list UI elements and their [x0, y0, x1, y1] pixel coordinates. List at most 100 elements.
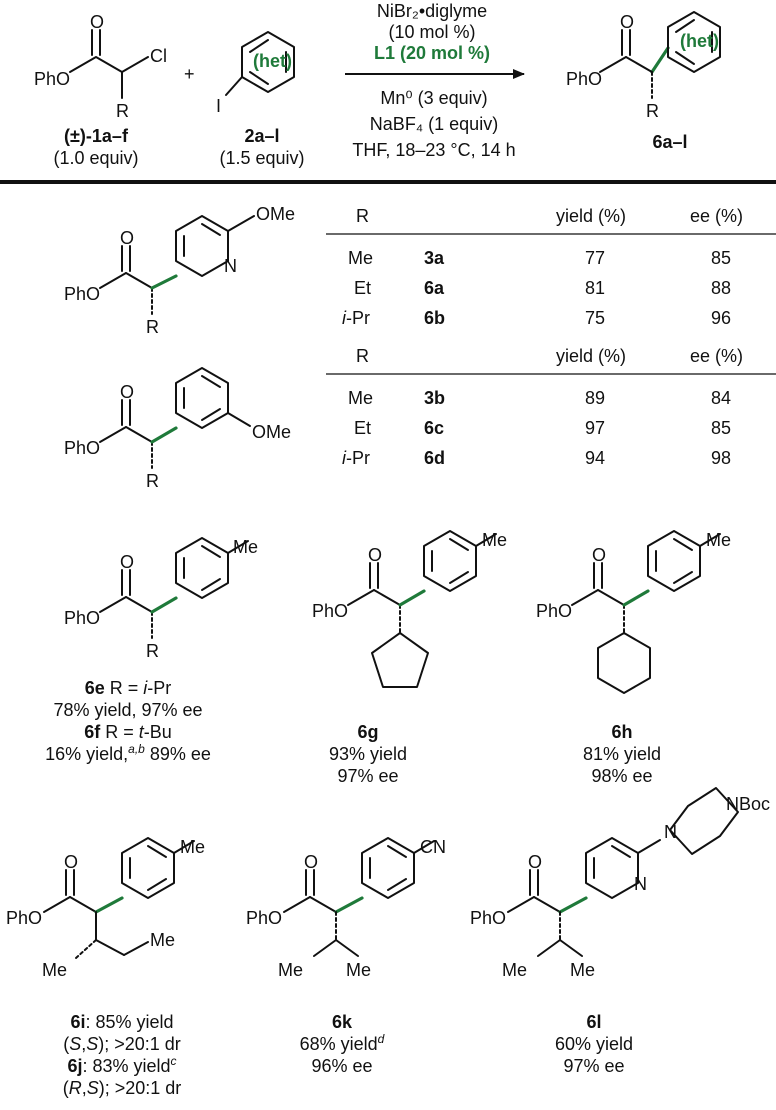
condition-additive: NaBF₄ (1 equiv)	[370, 114, 498, 134]
plus-sign: +	[184, 64, 195, 84]
methoxyphenyl-o-label: O	[120, 382, 134, 402]
table2-row3-ee: 98	[711, 448, 731, 468]
table2-row3-cmpd: 6d	[424, 448, 445, 468]
methoxyphenyl-r-label: R	[146, 471, 159, 491]
structure-pyridyl-ester: O PhO R OMe N	[64, 204, 295, 337]
table1-row2-yield: 81	[585, 278, 605, 298]
caption-6g-line1: 93% yield	[329, 744, 407, 764]
reactant-1-cl-label: Cl	[150, 46, 167, 66]
6l-pho-label: PhO	[470, 908, 506, 928]
caption-6f-line1: 6f R = t-Bu	[84, 722, 172, 742]
pyridyl-o-label: O	[120, 228, 134, 248]
caption-6i-6j: 6i: 85% yield (S,S); >20:1 dr 6j: 83% yi…	[63, 1012, 182, 1098]
6g-pho-label: PhO	[312, 601, 348, 621]
6e-me-label: Me	[233, 537, 258, 557]
table-methoxyphenyl: R yield (%) ee (%) Me 3b 89 84 Et 6c 97 …	[326, 346, 776, 468]
methoxyphenyl-ome-label: OMe	[252, 422, 291, 442]
table2-row3-yield: 94	[585, 448, 605, 468]
table2-row1-r: Me	[348, 388, 373, 408]
6h-pho-label: PhO	[536, 601, 572, 621]
pyridyl-ome-label: OMe	[256, 204, 295, 224]
table-pyridyl: R yield (%) ee (%) Me 3a 77 85 Et 6a 81 …	[326, 206, 776, 328]
product-pho-label: PhO	[566, 69, 602, 89]
caption-6k-line1: 68% yieldd	[300, 1032, 385, 1054]
6e-o-label: O	[120, 552, 134, 572]
caption-6l-id: 6l	[586, 1012, 601, 1032]
structure-6g: O PhO Me	[312, 530, 507, 688]
6k-me-left-label: Me	[278, 960, 303, 980]
6k-cn-label: CN	[420, 837, 446, 857]
table2-row1-yield: 89	[585, 388, 605, 408]
caption-6k-id: 6k	[332, 1012, 353, 1032]
product-r-label: R	[646, 101, 659, 121]
table1-row1-r: Me	[348, 248, 373, 268]
table2-header-r: R	[356, 346, 369, 366]
table1-header-ee: ee (%)	[690, 206, 743, 226]
caption-6e-line2: 78% yield, 97% ee	[53, 700, 202, 720]
product-structure: O PhO R (het) 6a–l	[566, 11, 721, 152]
structure-methoxyphenyl-ester: O PhO R OMe	[64, 367, 291, 491]
caption-6e-6f: 6e R = i-Pr 78% yield, 97% ee 6f R = t-B…	[45, 678, 211, 764]
6l-piperazine-n-label: N	[664, 822, 677, 842]
6k-o-label: O	[304, 852, 318, 872]
caption-6i-line1: 6i: 85% yield	[70, 1012, 173, 1032]
caption-6f-line2: 16% yield,a,b 89% ee	[45, 742, 211, 764]
6e-pho-label: PhO	[64, 608, 100, 628]
structure-6e-6f: O PhO R Me	[64, 537, 258, 661]
6e-r-label: R	[146, 641, 159, 661]
table2-row3-r: i-Pr	[342, 448, 370, 468]
table1-header-yield: yield (%)	[556, 206, 626, 226]
condition-catalyst-loading: (10 mol %)	[388, 22, 475, 42]
caption-6l: 6l 60% yield 97% ee	[555, 1012, 633, 1076]
caption-6l-line1: 60% yield	[555, 1034, 633, 1054]
reactant-2-id: 2a–l	[244, 126, 279, 146]
reactant-1-r-label: R	[116, 101, 129, 121]
table2-row2-cmpd: 6c	[424, 418, 444, 438]
product-id: 6a–l	[652, 132, 687, 152]
reactant-2-equiv: (1.5 equiv)	[219, 148, 304, 168]
condition-catalyst: NiBr₂•diglyme	[377, 1, 487, 21]
product-o-label: O	[620, 12, 634, 32]
caption-6k: 6k 68% yieldd 96% ee	[300, 1012, 385, 1076]
caption-6l-line2: 97% ee	[563, 1056, 624, 1076]
methoxyphenyl-pho-label: PhO	[64, 438, 100, 458]
6g-o-label: O	[368, 545, 382, 565]
structure-6i-6j: O PhO Me Me Me	[6, 837, 205, 980]
table2-row1-cmpd: 3b	[424, 388, 445, 408]
caption-6e-line1: 6e R = i-Pr	[85, 678, 172, 698]
caption-6j-line1: 6j: 83% yieldc	[67, 1054, 176, 1076]
caption-6i-line2: (S,S); >20:1 dr	[63, 1034, 181, 1054]
reactant-2-het-label: (het)	[253, 51, 292, 71]
6i-o-label: O	[64, 852, 78, 872]
table1-header-r: R	[356, 206, 369, 226]
structure-6h: O PhO Me	[536, 530, 731, 694]
caption-6g-id: 6g	[357, 722, 378, 742]
table1-row2-r: Et	[354, 278, 371, 298]
6l-nboc-label: NBoc	[726, 794, 770, 814]
reactant-1-id: (±)-1a–f	[64, 126, 129, 146]
6l-me-left-label: Me	[502, 960, 527, 980]
table2-row2-r: Et	[354, 418, 371, 438]
reactant-1-structure: O PhO Cl R (±)-1a–f (1.0 equiv)	[34, 12, 167, 168]
reactant-2-i-label: I	[216, 96, 221, 116]
6g-me-label: Me	[482, 530, 507, 550]
table1-row2-ee: 88	[711, 278, 731, 298]
caption-6h: 6h 81% yield 98% ee	[583, 722, 661, 786]
6h-me-label: Me	[706, 530, 731, 550]
6i-me-left-label: Me	[42, 960, 67, 980]
condition-solvent-temp-time: THF, 18–23 °C, 14 h	[352, 140, 515, 160]
table2-header-yield: yield (%)	[556, 346, 626, 366]
table2-header-ee: ee (%)	[690, 346, 743, 366]
table1-row2-cmpd: 6a	[424, 278, 445, 298]
caption-6g-line2: 97% ee	[337, 766, 398, 786]
caption-6j-line2: (R,S); >20:1 dr	[63, 1078, 182, 1098]
structure-6l: O PhO Me Me N N NBoc	[470, 787, 770, 980]
reactant-1-o-label: O	[90, 12, 104, 32]
caption-6h-line1: 81% yield	[583, 744, 661, 764]
table1-row1-yield: 77	[585, 248, 605, 268]
6k-pho-label: PhO	[246, 908, 282, 928]
6l-o-label: O	[528, 852, 542, 872]
structure-6k: O PhO Me Me CN	[246, 837, 446, 980]
table1-row3-r: i-Pr	[342, 308, 370, 328]
